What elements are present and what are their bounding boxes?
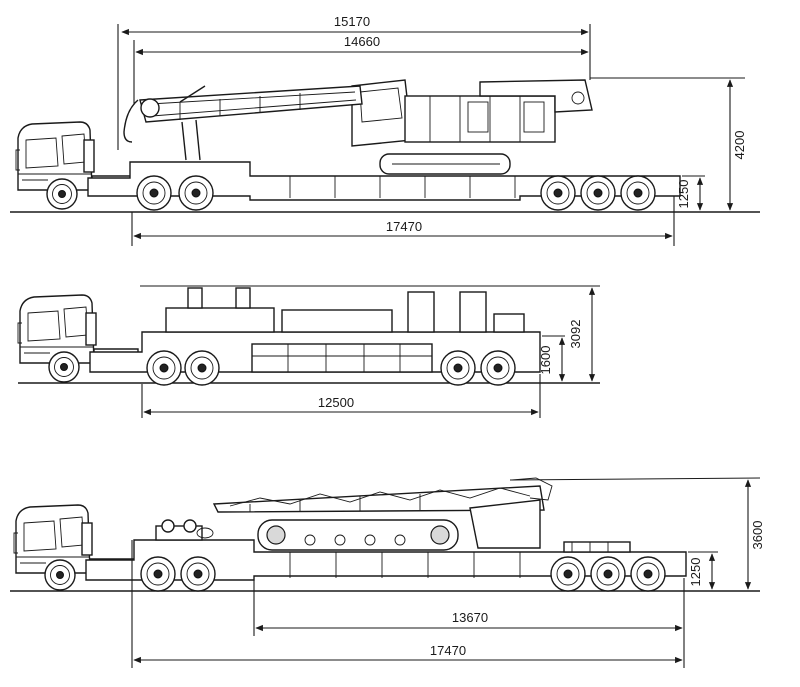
middle-rear-wheel-2	[480, 350, 516, 386]
middle-cargo-block-4	[459, 291, 487, 333]
top-drive-wheel-2	[178, 175, 214, 211]
top-dim-1250: 1250	[676, 180, 691, 209]
top-drive-wheel-1	[136, 175, 172, 211]
bottom-drive-wheel-1	[140, 556, 176, 592]
middle-front-wheel	[48, 351, 80, 383]
bottom-front-wheel	[44, 559, 76, 591]
middle-drive-wheel-1	[146, 350, 182, 386]
bottom-transport: 3600 1250 13670 17470	[10, 477, 765, 668]
middle-rear-wheel-1	[440, 350, 476, 386]
top-dim-14660: 14660	[344, 34, 380, 49]
top-dim-15170: 15170	[334, 14, 370, 29]
middle-dim-3092: 3092	[568, 320, 583, 349]
top-rear-wheel-3	[620, 175, 656, 211]
top-front-wheel	[46, 178, 78, 210]
middle-dim-12500: 12500	[318, 395, 354, 410]
top-boom	[139, 85, 363, 123]
top-counterweight	[479, 79, 593, 113]
middle-transport: 3092 1600 12500	[17, 285, 600, 418]
middle-cargo-block-2	[281, 309, 393, 333]
top-boom-hook	[123, 99, 139, 143]
top-rear-wheel-1	[540, 175, 576, 211]
bottom-rear-wheel-2	[590, 556, 626, 592]
bottom-boom-base	[469, 499, 541, 549]
top-trailer-deck	[87, 161, 681, 201]
bottom-boom-section	[563, 541, 631, 553]
middle-cargo-block-5	[493, 313, 525, 333]
top-transport: 15170 14660 4200 1250 17470	[10, 14, 760, 246]
middle-cargo-block-3	[407, 291, 435, 333]
middle-drive-wheel-2	[184, 350, 220, 386]
bottom-dim-13670: 13670	[452, 610, 488, 625]
bottom-rear-wheel-3	[630, 556, 666, 592]
bottom-dim-17470: 17470	[430, 643, 466, 658]
bottom-dim-3600: 3600	[750, 521, 765, 550]
middle-cargo-block-1	[165, 307, 275, 333]
top-dim-4200: 4200	[732, 131, 747, 160]
top-crane-house	[404, 95, 556, 143]
top-rear-wheel-2	[580, 175, 616, 211]
top-dim-17470: 17470	[386, 219, 422, 234]
bottom-drive-wheel-2	[180, 556, 216, 592]
bottom-lattice-boom	[212, 485, 545, 513]
bottom-rear-wheel-1	[550, 556, 586, 592]
middle-dim-1600: 1600	[538, 346, 553, 375]
bottom-crawler-track	[257, 519, 459, 551]
bottom-winch	[155, 519, 214, 541]
bottom-dim-1250: 1250	[688, 558, 703, 587]
